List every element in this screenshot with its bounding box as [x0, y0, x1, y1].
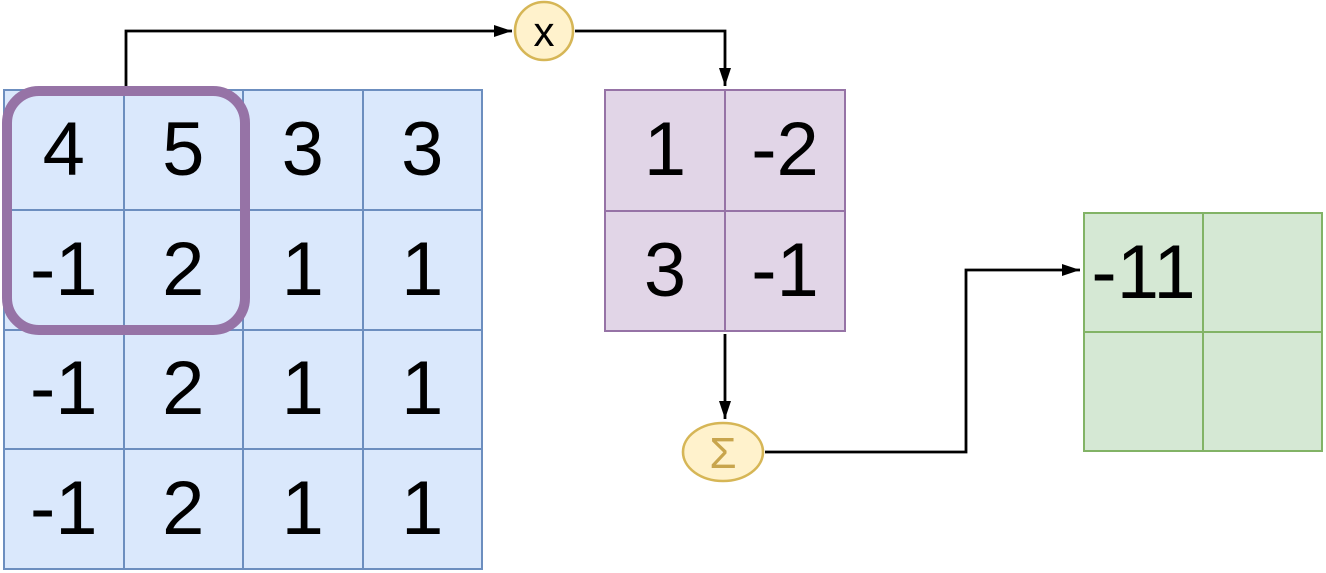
connector-multiply-to-kernel	[575, 29, 731, 86]
input-cell: -1	[4, 209, 124, 330]
input-cell: 1	[243, 209, 363, 330]
input-cell: 4	[4, 90, 124, 210]
sum-ellipse	[681, 421, 765, 483]
output-cell: -11	[1084, 213, 1203, 332]
input-cell: 1	[362, 329, 482, 450]
multiply-symbol: x	[534, 8, 555, 55]
kernel-cell: 1	[605, 90, 725, 211]
input-cell: -1	[4, 329, 124, 450]
input-cell: -1	[4, 449, 124, 569]
kernel-cell: 3	[605, 210, 725, 331]
input-cell: 3	[362, 90, 482, 210]
input-cell: 2	[123, 209, 243, 330]
input-cell: 3	[243, 90, 363, 210]
kernel-cell: -2	[725, 90, 845, 211]
kernel-matrix: 1 -2 3 -1	[604, 89, 846, 332]
input-cell: 2	[123, 329, 243, 450]
output-cell	[1084, 332, 1203, 451]
input-cell: 1	[243, 329, 363, 450]
input-matrix: 4 5 3 3 -1 2 1 1 -1 2 1 1 -1 2 1 1	[3, 89, 483, 570]
sum-symbol: Σ	[709, 429, 736, 478]
sum-operator-node: Σ	[681, 421, 765, 483]
output-cell	[1203, 213, 1322, 332]
output-cell	[1203, 332, 1322, 451]
multiply-circle	[513, 0, 575, 62]
input-cell: 1	[243, 449, 363, 569]
connector-window-to-multiply	[124, 25, 512, 86]
input-cell: 2	[123, 449, 243, 569]
output-matrix: -11	[1083, 212, 1323, 452]
kernel-cell: -1	[725, 210, 845, 331]
input-cell: 1	[362, 449, 482, 569]
input-cell: 1	[362, 209, 482, 330]
input-cell: 5	[123, 90, 243, 210]
multiply-operator-node: x	[513, 0, 575, 62]
